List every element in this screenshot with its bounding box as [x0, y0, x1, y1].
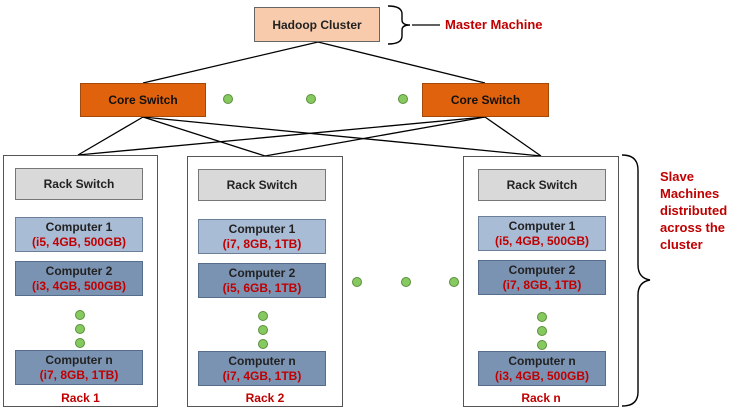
computer-name: Computer 2: [45, 263, 113, 278]
core-switch-left-label: Core Switch: [108, 93, 178, 107]
computer-name: Computer 2: [228, 265, 296, 280]
computer-name: Computer n: [45, 352, 113, 367]
computer-spec: (i3, 4GB, 500GB): [31, 278, 127, 293]
core-switch-right: Core Switch: [422, 83, 549, 117]
ellipsis-dot: [537, 312, 547, 322]
rack-n-computer-1: Computer 1 (i5, 4GB, 500GB): [478, 216, 606, 251]
core-switch-right-label: Core Switch: [450, 93, 521, 107]
ellipsis-dot: [537, 340, 547, 350]
computer-name: Computer 2: [508, 262, 576, 277]
computer-spec: (i5, 6GB, 1TB): [222, 280, 302, 295]
rack-1-computer-2: Computer 2 (i3, 4GB, 500GB): [15, 261, 143, 296]
computer-spec: (i7, 4GB, 1TB): [222, 368, 302, 383]
rack-1-switch: Rack Switch: [15, 168, 143, 200]
rack-n-computer-2: Computer 2 (i7, 8GB, 1TB): [478, 260, 606, 295]
ellipsis-dot: [449, 277, 459, 287]
rack-2-switch: Rack Switch: [198, 169, 326, 201]
ellipsis-dot: [75, 338, 85, 348]
ellipsis-dot: [398, 94, 408, 104]
ellipsis-dot: [223, 94, 233, 104]
rack-n-computer-n: Computer n (i3, 4GB, 500GB): [478, 351, 606, 386]
hadoop-cluster-box: Hadoop Cluster: [254, 7, 380, 42]
computer-spec: (i5, 4GB, 500GB): [31, 234, 127, 249]
rack-n-switch-label: Rack Switch: [506, 178, 578, 192]
slave-annotation-line: distributed: [660, 203, 728, 218]
computer-name: Computer 1: [228, 221, 296, 236]
ellipsis-dot: [75, 310, 85, 320]
ellipsis-dot: [401, 277, 411, 287]
slave-annotation-line: Slave: [660, 169, 694, 184]
rack-n-label: Rack n: [521, 391, 561, 405]
ellipsis-dot: [258, 339, 268, 349]
computer-name: Computer 1: [45, 219, 113, 234]
rack-1-computer-1: Computer 1 (i5, 4GB, 500GB): [15, 217, 143, 252]
rack-2-label: Rack 2: [245, 391, 285, 405]
rack-2-computer-2: Computer 2 (i5, 6GB, 1TB): [198, 263, 326, 298]
computer-name: Computer n: [228, 353, 296, 368]
computer-name: Computer 1: [508, 218, 576, 233]
slave-machines-annotation: Slave Machines distributed across the cl…: [660, 168, 744, 253]
rack-2-computer-1: Computer 1 (i7, 8GB, 1TB): [198, 219, 326, 254]
rack-2-computer-n: Computer n (i7, 4GB, 1TB): [198, 351, 326, 386]
rack-2-switch-label: Rack Switch: [226, 178, 298, 192]
ellipsis-dot: [75, 324, 85, 334]
ellipsis-dot: [537, 326, 547, 336]
computer-spec: (i7, 8GB, 1TB): [39, 367, 119, 382]
ellipsis-dot: [258, 325, 268, 335]
rack-1-switch-label: Rack Switch: [43, 177, 115, 191]
computer-spec: (i3, 4GB, 500GB): [494, 368, 590, 383]
master-machine-annotation: Master Machine: [445, 17, 543, 32]
slave-brace: [621, 154, 651, 407]
computer-name: Computer n: [508, 353, 576, 368]
rack-1-computer-n: Computer n (i7, 8GB, 1TB): [15, 350, 143, 385]
ellipsis-dot: [258, 311, 268, 321]
rack-n-switch: Rack Switch: [478, 169, 606, 201]
ellipsis-dot: [306, 94, 316, 104]
slave-annotation-line: across the: [660, 220, 726, 235]
master-brace: [387, 5, 411, 45]
ellipsis-dot: [352, 277, 362, 287]
computer-spec: (i5, 4GB, 500GB): [494, 233, 590, 248]
computer-spec: (i7, 8GB, 1TB): [502, 277, 582, 292]
computer-spec: (i7, 8GB, 1TB): [222, 236, 302, 251]
core-switch-left: Core Switch: [80, 83, 206, 117]
slave-annotation-line: cluster: [660, 237, 703, 252]
slave-annotation-line: Machines: [660, 186, 720, 201]
hadoop-cluster-label: Hadoop Cluster: [272, 17, 362, 32]
rack-1-label: Rack 1: [61, 391, 100, 405]
